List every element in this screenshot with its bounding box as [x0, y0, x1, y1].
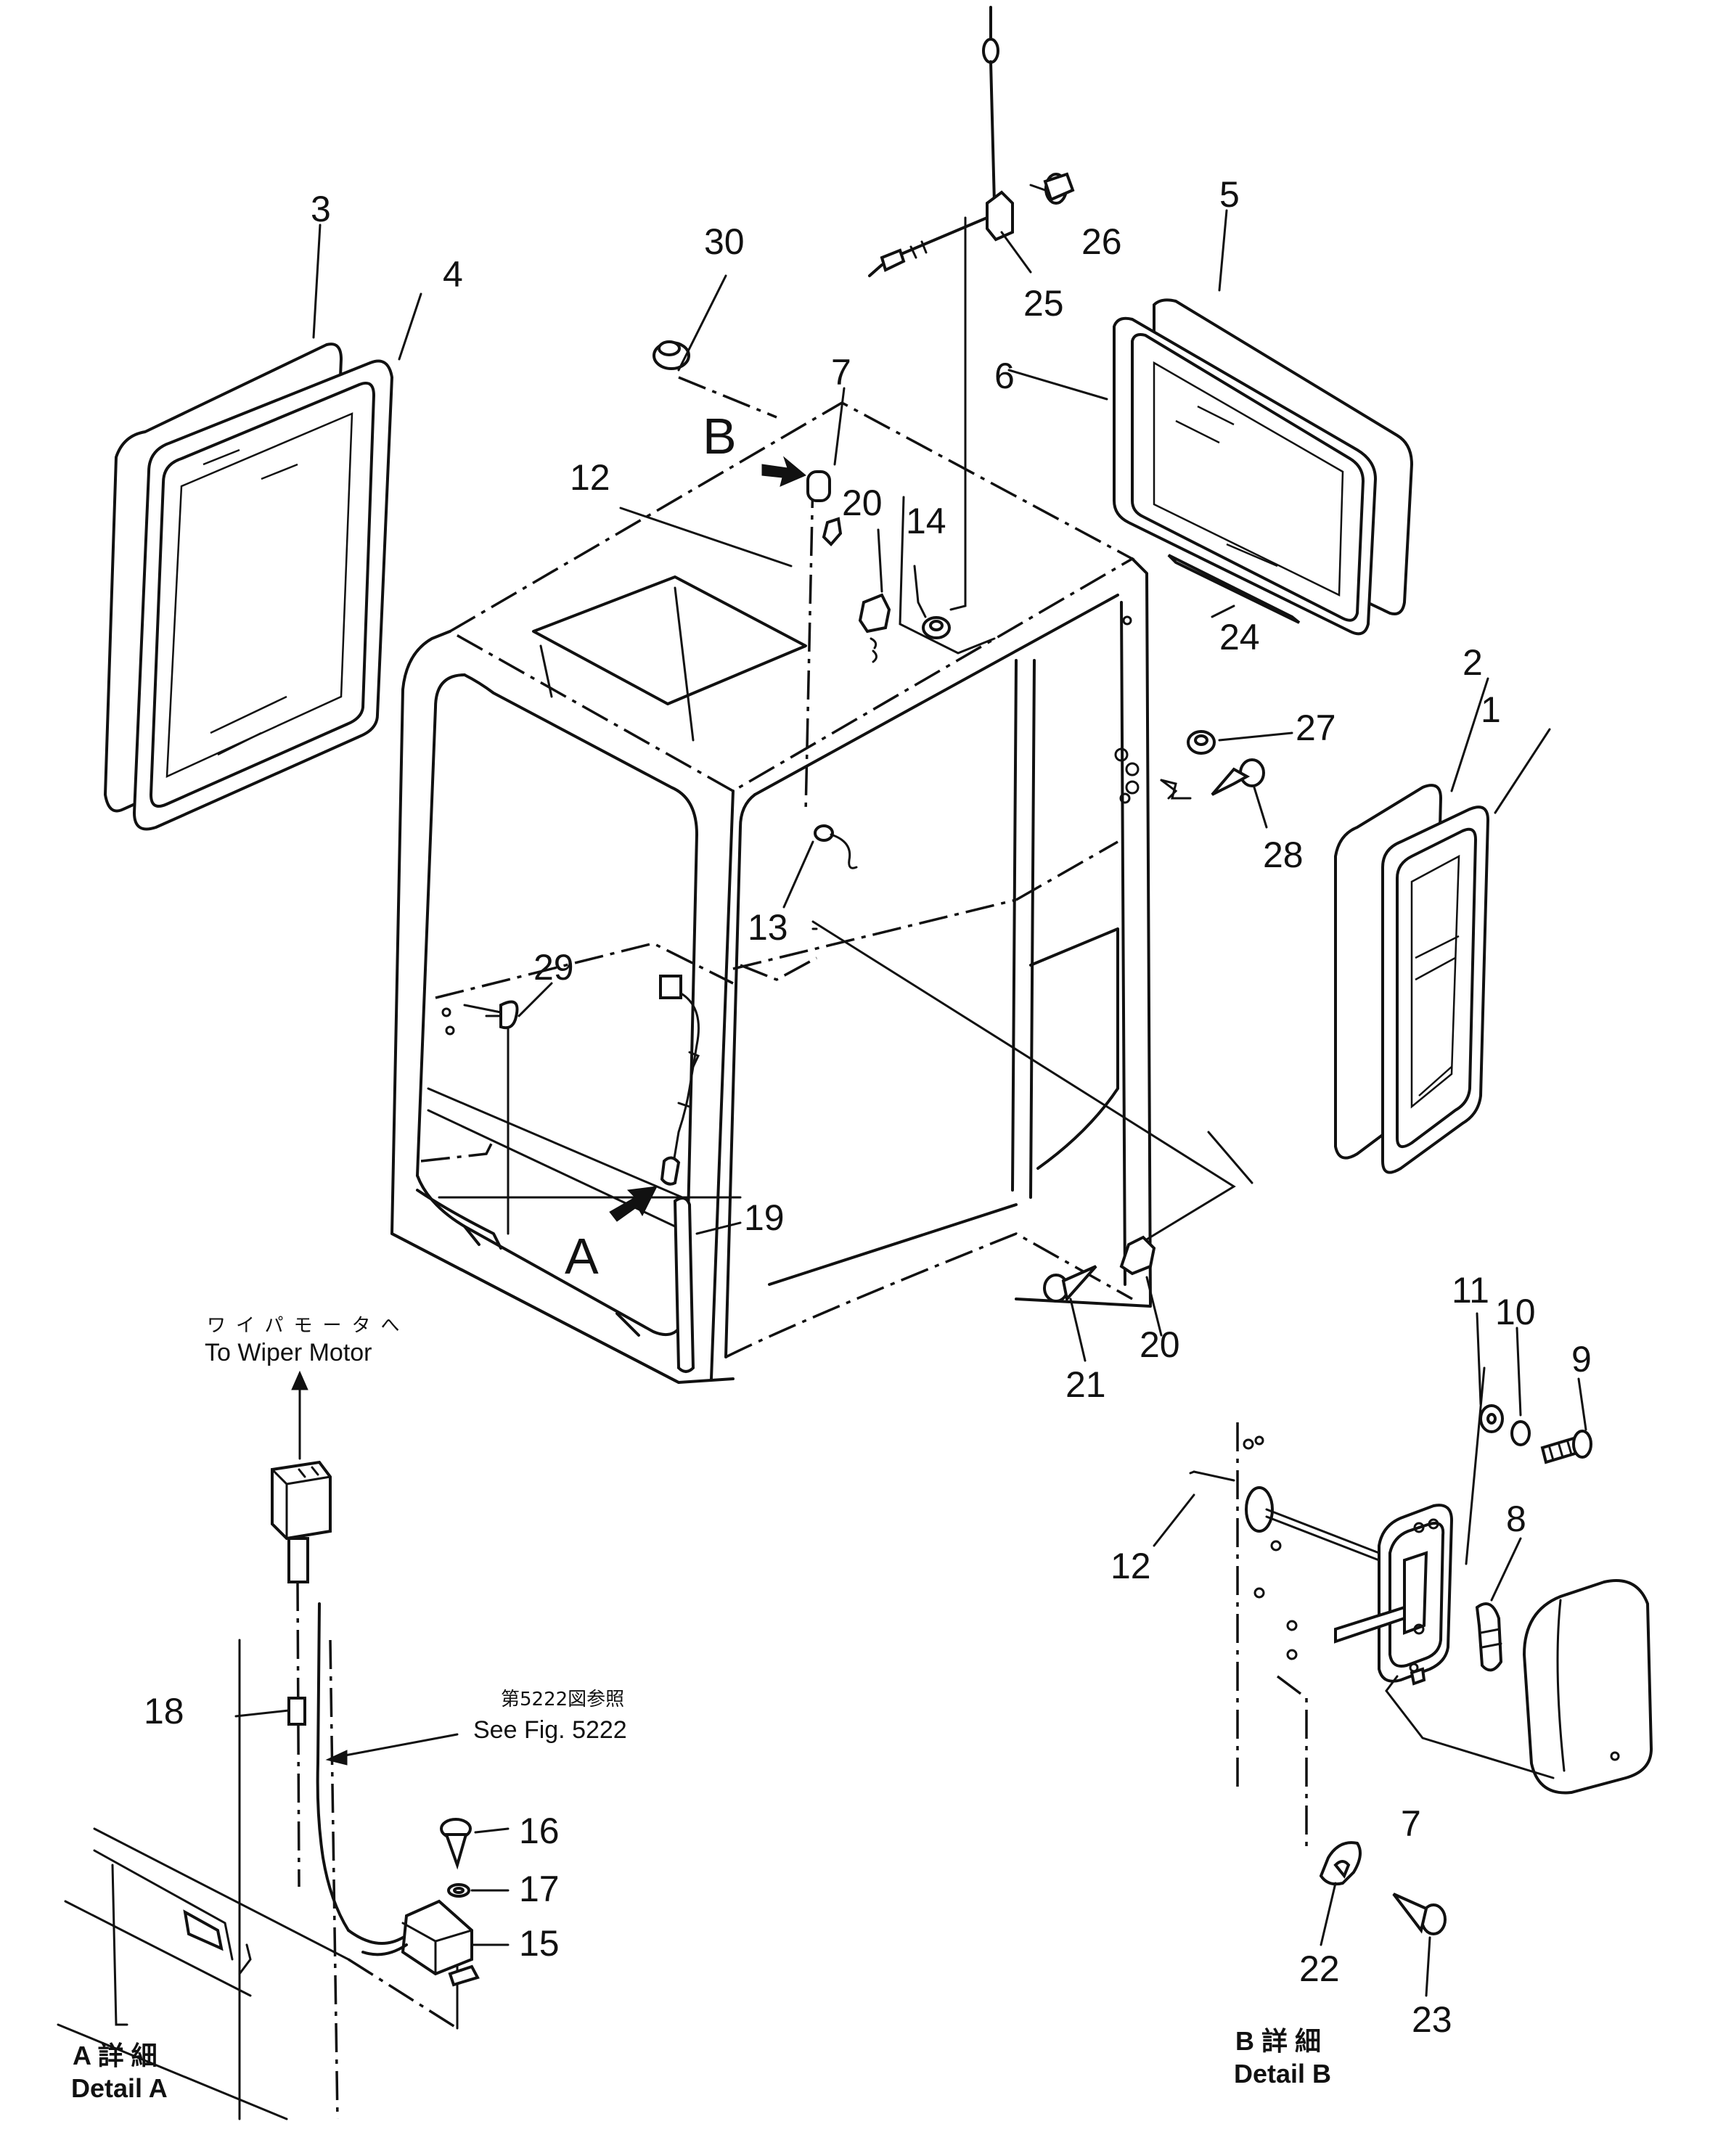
part-labels: 1 2 3 4 5 6 7 7 8 9 10 11 12 12 13 14 15…: [144, 174, 1592, 2040]
right-upper-window-assembly: [1113, 298, 1414, 636]
label-part-13: 13: [748, 907, 788, 948]
label-part-1: 1: [1481, 689, 1501, 730]
grommet-part-27: [1187, 730, 1216, 755]
label-part-4: 4: [443, 254, 463, 295]
detail-b: [1189, 1366, 1653, 1935]
label-part-22: 22: [1299, 1948, 1340, 1989]
harness-inside: [659, 975, 700, 1186]
marker-b: B: [703, 408, 737, 464]
frame-holes: [1114, 615, 1140, 804]
bulb-part-29: [441, 1000, 519, 1036]
label-part-3: 3: [311, 189, 331, 229]
annotations: ワイパモータへ To Wiper Motor 第5222図参照 See Fig.…: [71, 1315, 1331, 2103]
label-part-15: 15: [519, 1923, 560, 1964]
strip-part-19: [673, 1197, 695, 1373]
label-leaders: [312, 184, 1587, 1997]
marker-a: A: [565, 1228, 599, 1284]
label-part-5: 5: [1219, 174, 1240, 215]
grommet-part-14: [922, 616, 951, 639]
note-see-fig-jp: 第5222図参照: [501, 1689, 624, 1710]
label-part-26: 26: [1081, 221, 1122, 262]
label-part-21: 21: [1065, 1364, 1106, 1405]
label-part-7-upper: 7: [831, 352, 851, 393]
screw-part-28: [1160, 758, 1265, 800]
antenna-part-25: [868, 6, 1014, 277]
detail-a-title-jp: A 詳 細: [73, 2041, 158, 2070]
label-part-27: 27: [1296, 708, 1336, 748]
label-part-17: 17: [519, 1869, 560, 1909]
label-part-19: 19: [744, 1197, 785, 1238]
note-see-fig-en: See Fig. 5222: [473, 1716, 627, 1744]
arrow-a: [609, 1186, 658, 1222]
label-part-8: 8: [1506, 1499, 1526, 1539]
label-part-24: 24: [1219, 617, 1260, 657]
label-part-20-lower: 20: [1140, 1324, 1180, 1365]
wire-part-13: [814, 824, 858, 869]
label-part-14: 14: [906, 501, 946, 541]
label-part-20-upper: 20: [842, 483, 883, 523]
label-part-29: 29: [533, 947, 574, 988]
label-part-23: 23: [1412, 1999, 1452, 2040]
label-part-12-detail: 12: [1110, 1546, 1151, 1586]
cab-frame: [390, 401, 1152, 1384]
leader-lines: [678, 216, 1253, 1250]
detail-b-title-jp: B 詳 細: [1235, 2026, 1321, 2056]
label-part-18: 18: [144, 1691, 184, 1731]
note-wiper-jp: ワイパモータへ: [207, 1315, 409, 1337]
left-window-assembly: [103, 343, 394, 831]
label-part-6: 6: [994, 356, 1015, 396]
detail-b-title-en: Detail B: [1234, 2059, 1331, 2089]
screw-part-21: [1043, 1265, 1097, 1303]
label-part-7-detail: 7: [1401, 1803, 1421, 1844]
right-door-window-assembly: [1334, 784, 1490, 1174]
label-part-10: 10: [1495, 1292, 1536, 1332]
note-wiper-en: To Wiper Motor: [205, 1339, 372, 1366]
grommet-part-30: [653, 340, 690, 370]
bolt-part-26: [1043, 172, 1075, 205]
label-part-2: 2: [1463, 642, 1483, 683]
clip-part-20-lower: [1119, 1235, 1156, 1276]
label-part-11: 11: [1452, 1270, 1489, 1311]
label-part-9: 9: [1571, 1339, 1592, 1380]
arrow-b: [761, 456, 806, 487]
label-part-12-upper: 12: [570, 457, 610, 498]
detail-a-title-en: Detail A: [71, 2073, 168, 2103]
label-part-16: 16: [519, 1811, 560, 1851]
lamp-part-7-small: [806, 470, 843, 546]
clip-part-20-upper: [858, 593, 891, 663]
label-part-25: 25: [1023, 283, 1064, 324]
detail-a: [57, 1370, 480, 2120]
label-part-30: 30: [704, 221, 745, 262]
label-part-28: 28: [1263, 835, 1304, 875]
